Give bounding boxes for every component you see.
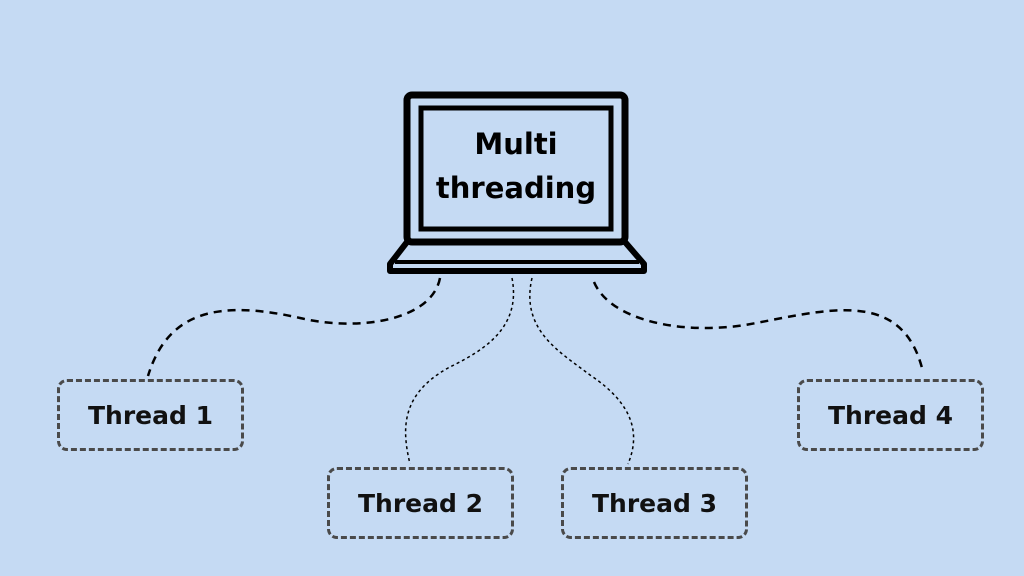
laptop-icon [387, 91, 647, 274]
connector-thread-2 [404, 277, 515, 465]
laptop-screen-label: Multi threading [424, 108, 608, 224]
connector-thread-3 [529, 277, 635, 465]
connector-thread-4 [592, 281, 924, 369]
thread-1-label: Thread 1 [88, 400, 213, 430]
connector-thread-1 [146, 277, 442, 377]
thread-4-label: Thread 4 [828, 400, 953, 430]
thread-3-label: Thread 3 [592, 488, 717, 518]
laptop-screen-outer [403, 91, 629, 246]
thread-box-4: Thread 4 [797, 379, 984, 451]
thread-2-label: Thread 2 [358, 488, 483, 518]
laptop-screen-inner [418, 105, 614, 232]
thread-box-2: Thread 2 [327, 467, 514, 539]
laptop-base [387, 240, 647, 274]
thread-box-1: Thread 1 [57, 379, 244, 451]
label-line-1: Multi [474, 127, 558, 161]
thread-box-3: Thread 3 [561, 467, 748, 539]
label-line-2: threading [435, 171, 597, 205]
